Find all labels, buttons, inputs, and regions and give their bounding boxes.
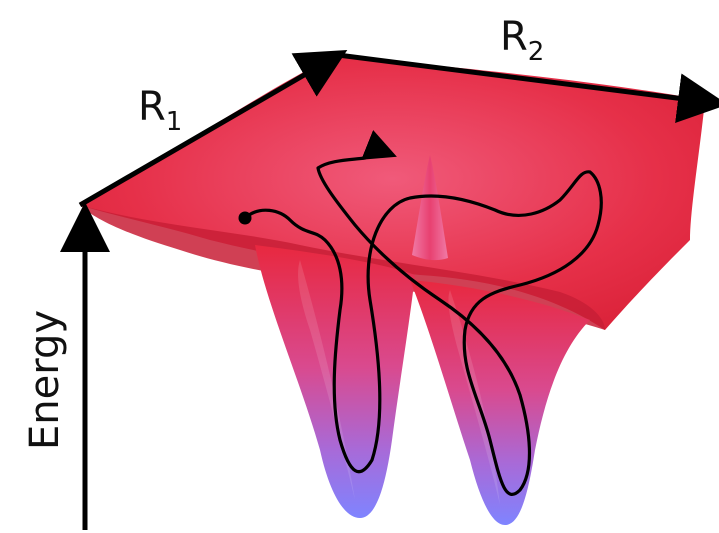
r1-subscript: 1 (166, 107, 183, 137)
r1-axis-label: R1 (138, 84, 182, 137)
trajectory-start-dot (239, 212, 252, 225)
r2-subscript: 2 (528, 37, 545, 67)
r1-base: R (138, 84, 166, 130)
energy-axis-label: Energy (22, 310, 68, 450)
r2-base: R (500, 14, 528, 60)
r2-axis-label: R2 (500, 14, 544, 67)
right-energy-well (410, 280, 590, 525)
